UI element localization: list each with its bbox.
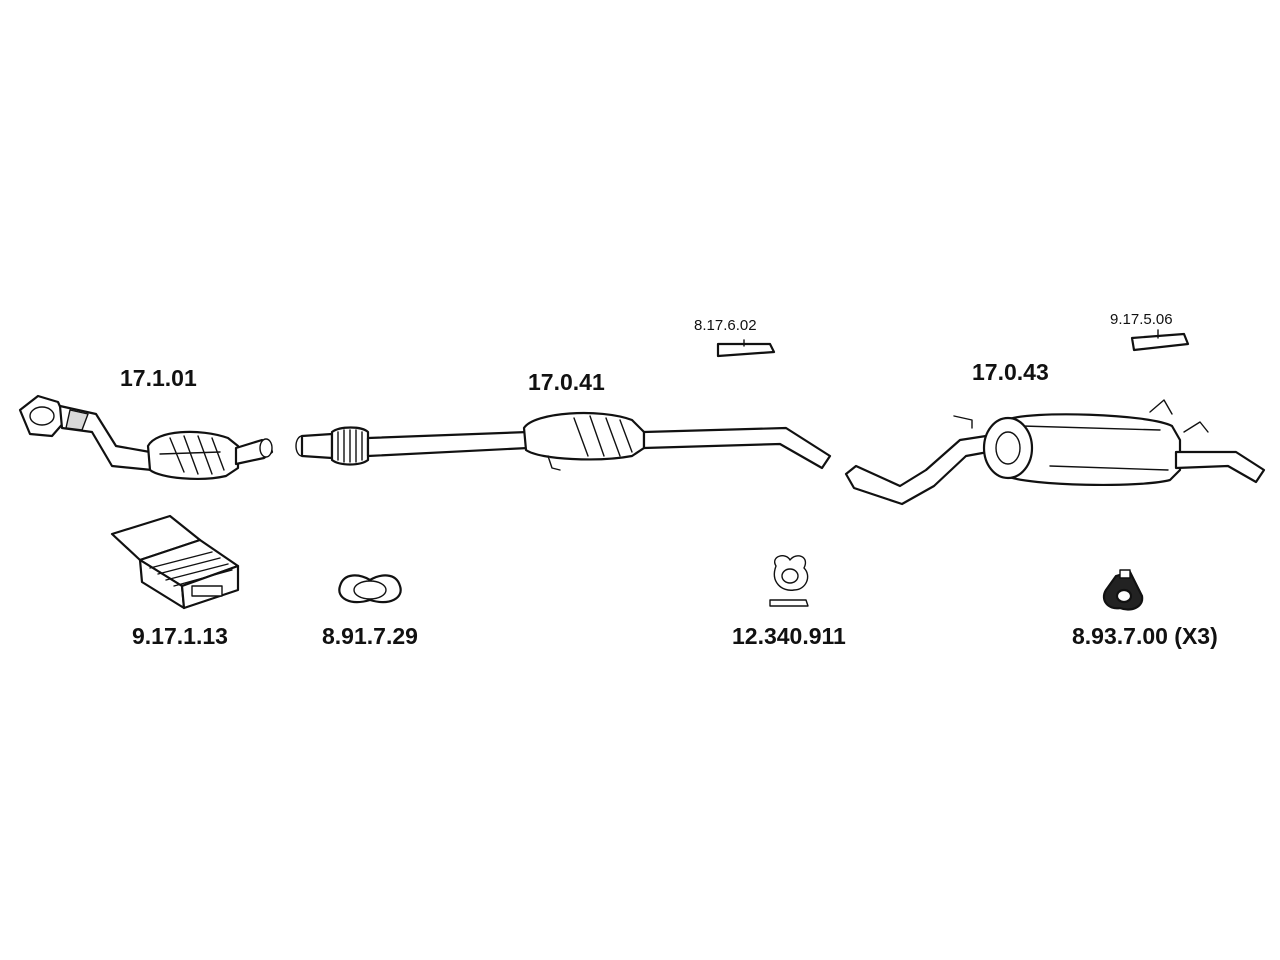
rear-silencer-part[interactable]: [844, 399, 1266, 506]
heat-shield-number-2: 9.17.5.06: [1110, 311, 1173, 328]
fitting-kit-number: 9.17.1.13: [132, 623, 228, 649]
clamp-number: 8.91.7.29: [322, 623, 418, 649]
rubber-mount-part[interactable]: [1102, 569, 1144, 611]
sensor-number: 12.340.911: [732, 623, 846, 649]
sensor-part[interactable]: [769, 555, 809, 607]
catalytic-converter-pipe-part[interactable]: [295, 411, 832, 471]
clamp-part[interactable]: [338, 574, 402, 604]
front-pipe-part[interactable]: [18, 394, 274, 480]
front-pipe-number: 17.1.01: [120, 365, 197, 391]
heat-shield-part-2[interactable]: [1130, 329, 1190, 352]
fitting-kit-part[interactable]: [110, 514, 240, 610]
catalytic-converter-pipe-number: 17.0.41: [528, 369, 605, 395]
heat-shield-number-1: 8.17.6.02: [694, 317, 757, 334]
rubber-mount-number: 8.93.7.00 (X3): [1072, 623, 1218, 649]
heat-shield-part-1[interactable]: [716, 339, 776, 358]
rear-silencer-number: 17.0.43: [972, 359, 1049, 385]
